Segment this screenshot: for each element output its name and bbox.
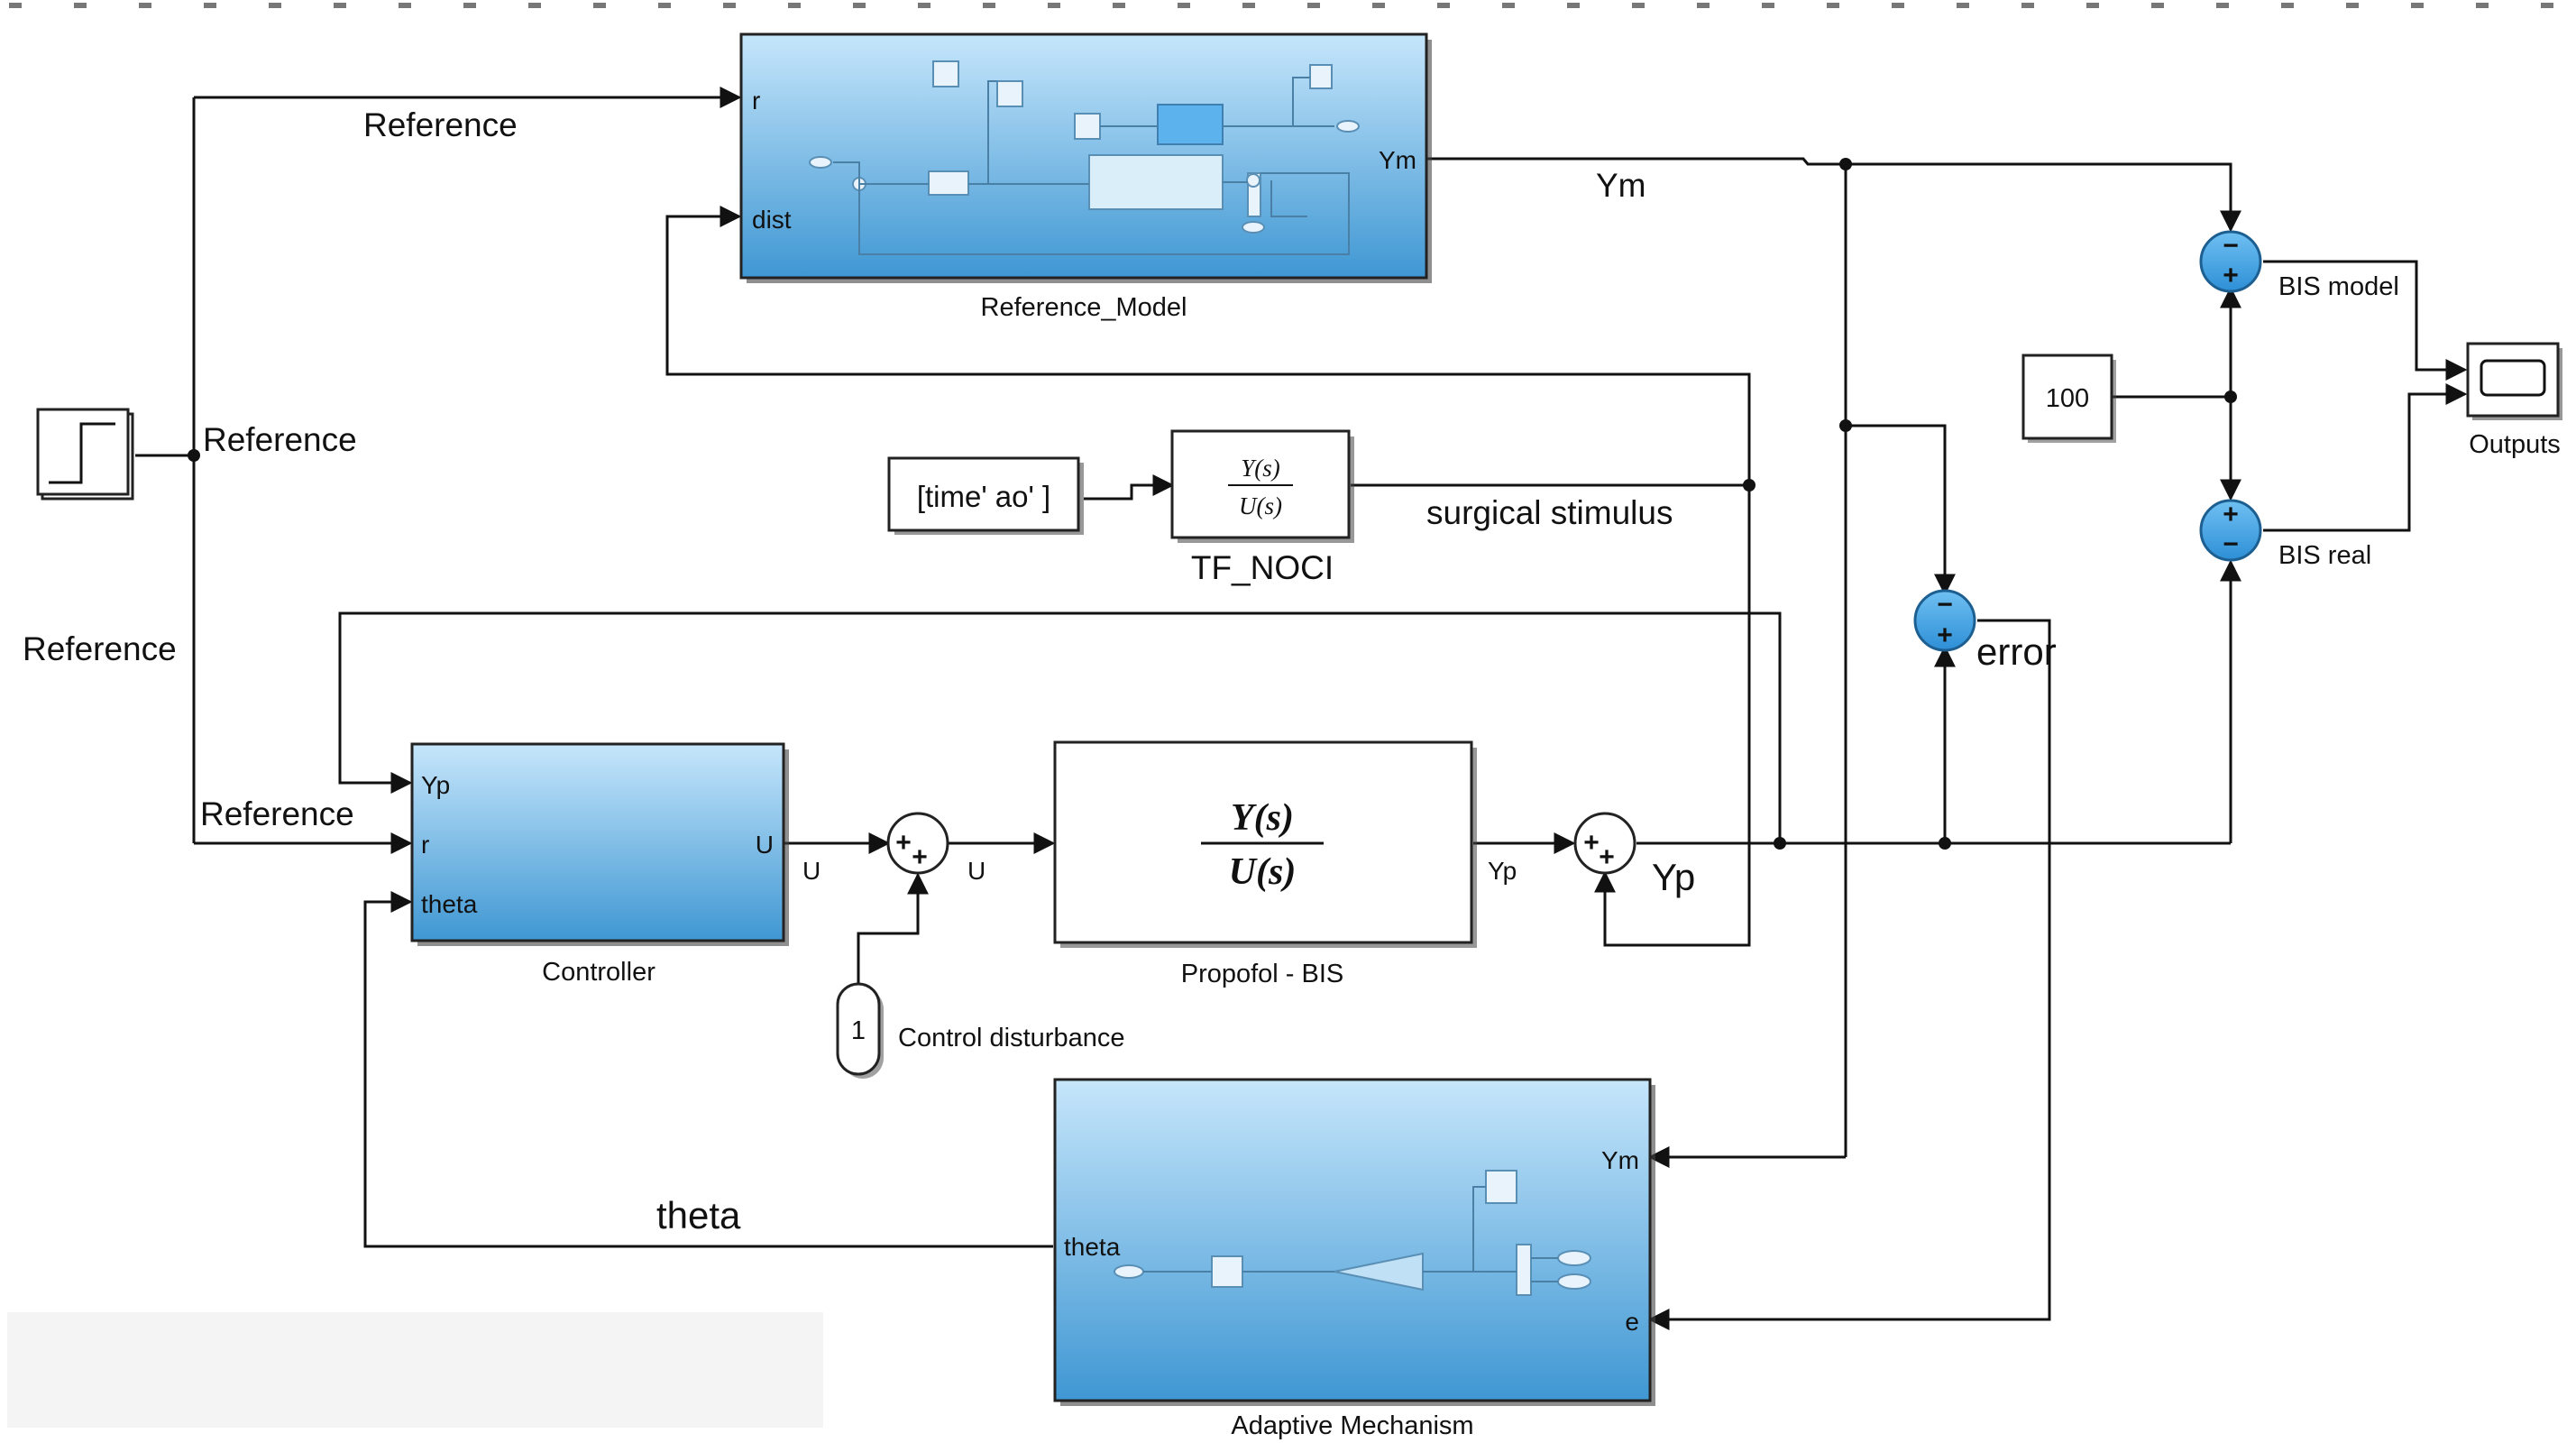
adaptive-mechanism-block[interactable]: theta Ym e — [1053, 1078, 1655, 1406]
reference-model-port-r: r — [752, 87, 760, 115]
plant-numerator: Y(s) — [1231, 797, 1294, 839]
error-sum-block[interactable]: − + — [1913, 589, 1976, 652]
signal-label-bis-real: BIS real — [2278, 541, 2371, 570]
minus-icon: − — [2223, 231, 2239, 261]
adaptive-mechanism-preview-icon — [1114, 1170, 1591, 1296]
plus-icon: + — [2223, 261, 2239, 290]
sum-control-block[interactable]: + + — [886, 812, 949, 875]
reference-model-port-dist: dist — [752, 206, 792, 234]
plus-icon: + — [912, 842, 928, 872]
signal-label-u-in: U — [967, 857, 985, 885]
constant-block[interactable]: 100 — [2021, 354, 2116, 443]
minus-icon: − — [2223, 529, 2239, 559]
from-workspace-block[interactable]: [time' ao' ] — [887, 456, 1084, 535]
adaptive-mechanism-name: Adaptive Mechanism — [1231, 1411, 1473, 1440]
plus-icon: + — [1937, 620, 1953, 650]
plus-icon: + — [1599, 842, 1615, 872]
scope-icon — [2480, 359, 2546, 397]
step-block[interactable] — [36, 408, 134, 501]
plus-icon: + — [2223, 500, 2239, 529]
signal-label-yp-big: Yp — [1652, 856, 1695, 898]
plus-icon: + — [895, 828, 912, 858]
minus-icon: − — [1937, 590, 1953, 620]
signal-label-surgical-stimulus: surgical stimulus — [1426, 494, 1673, 531]
constant-value: 100 — [2046, 384, 2089, 413]
reference-model-preview-icon — [809, 60, 1360, 255]
step-icon — [49, 422, 115, 484]
reference-model-port-ym: Ym — [1379, 146, 1416, 174]
inport-number: 1 — [851, 1016, 866, 1045]
signal-label-reference-top: Reference — [363, 106, 518, 143]
plant-name: Propofol - BIS — [1181, 960, 1344, 988]
bis-model-sum-block[interactable]: − + — [2199, 230, 2262, 293]
tf-noci-block[interactable]: Y(s) U(s) — [1170, 429, 1354, 543]
signal-label-theta: theta — [656, 1194, 741, 1236]
controller-port-u: U — [756, 831, 774, 859]
signal-label-yp-small: Yp — [1488, 857, 1517, 885]
signal-wires — [135, 87, 2468, 1330]
signal-label-reference-step: Reference — [203, 421, 357, 458]
signal-label-error: error — [1976, 630, 2057, 673]
propofol-bis-block[interactable]: Y(s) U(s) — [1053, 740, 1477, 948]
tf-noci-denominator: U(s) — [1239, 492, 1282, 519]
plant-denominator: U(s) — [1229, 851, 1297, 893]
adaptive-port-e: e — [1625, 1308, 1639, 1336]
controller-port-yp: Yp — [421, 771, 450, 799]
scope-name: Outputs — [2469, 430, 2561, 459]
tf-noci-name: TF_NOCI — [1191, 549, 1334, 586]
reference-model-name: Reference_Model — [981, 293, 1187, 322]
controller-block[interactable]: Yp r theta U — [410, 742, 789, 946]
controller-port-r: r — [421, 831, 429, 859]
signal-label-u-out: U — [802, 857, 820, 885]
controller-port-theta: theta — [421, 890, 478, 918]
canvas-corner-panel — [7, 1312, 823, 1428]
signal-label-reference-left: Reference — [23, 630, 177, 667]
adaptive-port-theta: theta — [1064, 1233, 1121, 1261]
bis-real-sum-block[interactable]: + − — [2199, 499, 2262, 562]
signal-label-reference-ctrl: Reference — [200, 795, 354, 832]
signal-label-ym: Ym — [1596, 167, 1646, 204]
signal-label-bis-model: BIS model — [2278, 272, 2399, 301]
junction-dots — [188, 158, 2237, 850]
controller-name: Controller — [542, 958, 655, 987]
control-disturbance-name: Control disturbance — [898, 1024, 1124, 1052]
adaptive-port-ym: Ym — [1601, 1146, 1639, 1174]
from-workspace-value: [time' ao' ] — [917, 480, 1050, 513]
plus-icon: + — [1583, 828, 1600, 858]
control-disturbance-inport[interactable]: 1 — [836, 982, 884, 1079]
reference-model-block[interactable]: r dist Ym — [739, 32, 1432, 283]
tf-noci-numerator: Y(s) — [1241, 455, 1280, 482]
sum-output-block[interactable]: + + — [1573, 812, 1636, 875]
scope-block[interactable] — [2466, 342, 2562, 420]
